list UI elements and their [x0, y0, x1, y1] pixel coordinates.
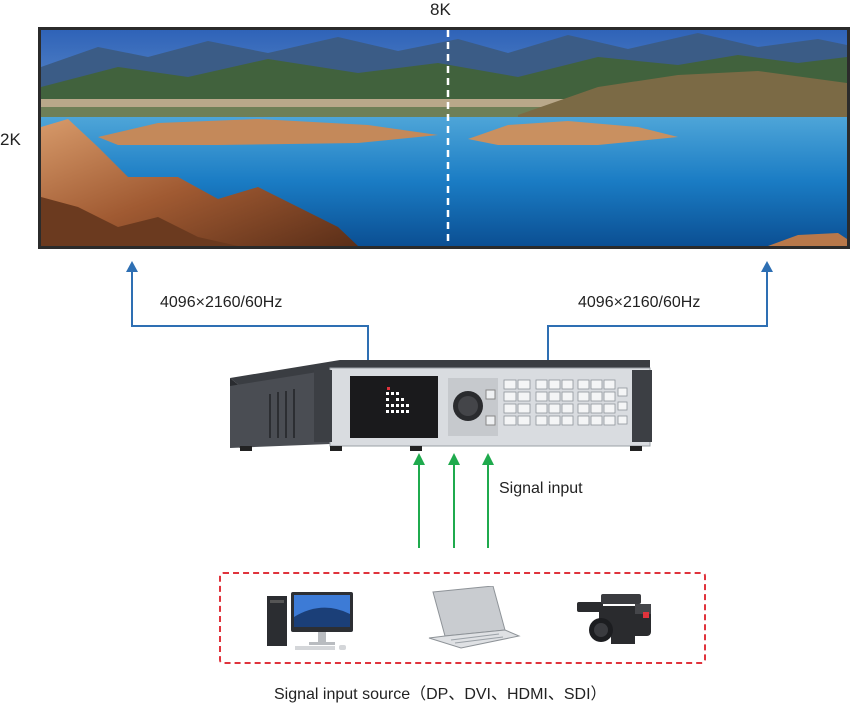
- left-output-label: 4096×2160/60Hz: [160, 294, 283, 311]
- panorama-image: [38, 27, 850, 249]
- right-output-arrowhead: [761, 261, 773, 272]
- video-camera-icon: [571, 594, 667, 652]
- desktop-computer-icon: [265, 592, 361, 652]
- laptop-icon: [421, 586, 521, 652]
- signal-source-box: [219, 572, 706, 664]
- right-output-label: 4096×2160/60Hz: [578, 294, 701, 311]
- screen-width-label: 8K: [430, 0, 451, 19]
- video-processor: [210, 358, 660, 454]
- left-output-line: [131, 270, 369, 362]
- right-output-line: [547, 270, 768, 362]
- signal-input-label: Signal input: [499, 480, 583, 497]
- screen-height-label: 2K: [0, 130, 21, 149]
- led-screen: [38, 27, 850, 249]
- signal-source-caption: Signal input source（DP、DVI、HDMI、SDI）: [274, 686, 607, 703]
- left-output-arrowhead: [126, 261, 138, 272]
